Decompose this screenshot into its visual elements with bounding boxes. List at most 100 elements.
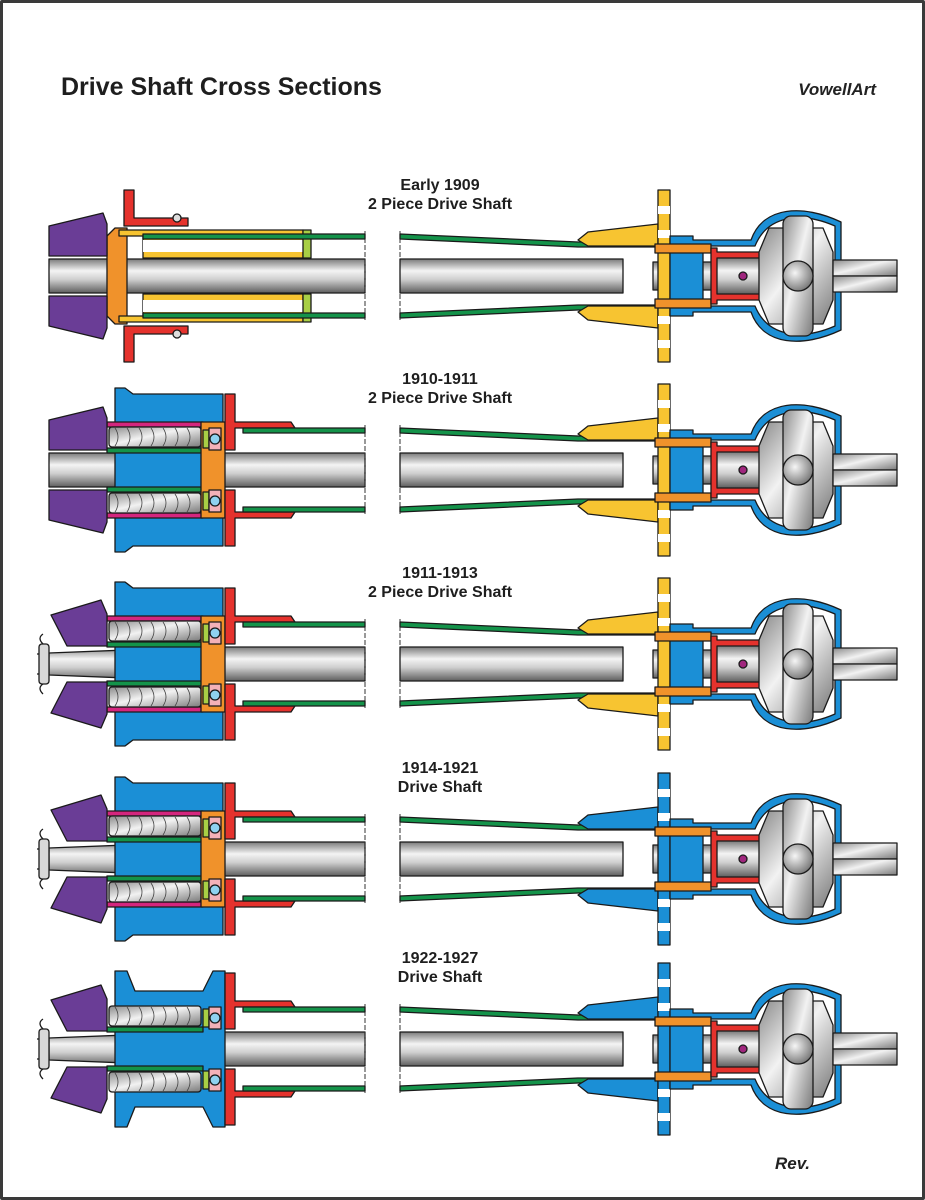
red-retainer-lower xyxy=(224,489,296,547)
output-yoke-upper xyxy=(832,647,898,665)
tapered-bell-upper xyxy=(577,806,659,830)
output-yoke-lower xyxy=(832,858,898,876)
roller-helix xyxy=(186,1006,191,1026)
cotter-pin xyxy=(37,633,44,695)
torque-tube-upper-front xyxy=(142,233,366,240)
lime-shim-lower xyxy=(202,491,210,511)
roller-helix xyxy=(114,493,119,513)
flange-bolt-hole xyxy=(658,594,670,602)
roller-helix xyxy=(114,687,119,707)
roller-helix xyxy=(174,1006,179,1026)
tapered-bell-lower xyxy=(577,499,659,523)
roller-helix xyxy=(186,816,191,836)
lime-shim-lower xyxy=(202,880,210,900)
orange-bushing-lower xyxy=(654,492,712,503)
yoke-pin xyxy=(738,659,748,669)
pinion-gear-lower xyxy=(48,295,108,340)
castle-nut-body xyxy=(38,1028,50,1070)
roller-helix xyxy=(126,493,131,513)
roller-helix xyxy=(174,687,179,707)
roller-helix xyxy=(186,687,191,707)
roller-bearing-upper xyxy=(108,1005,202,1027)
roller-helix xyxy=(138,1006,143,1026)
roller-helix xyxy=(138,427,143,447)
flange xyxy=(657,189,671,363)
torque-tube-lower-front xyxy=(242,895,366,902)
flange-bolt-hole xyxy=(658,1003,670,1011)
red-retainer-upper xyxy=(123,189,189,227)
pinion-gear-lower xyxy=(48,489,108,534)
roller-helix xyxy=(126,621,131,641)
flange-bolt-hole xyxy=(658,923,670,931)
torque-tube-lower-front xyxy=(142,312,366,319)
section-title-line1: Early 1909 xyxy=(400,177,479,194)
roller-helix xyxy=(126,687,131,707)
flange xyxy=(657,383,671,557)
revision-label: Rev. xyxy=(775,1154,810,1173)
roller-helix xyxy=(114,882,119,902)
flange-bolt-hole xyxy=(658,813,670,821)
ball-housing xyxy=(669,210,842,342)
flange-bolt-hole xyxy=(658,534,670,542)
output-yoke-upper xyxy=(832,259,898,277)
roller-helix xyxy=(114,427,119,447)
roller-helix xyxy=(162,621,167,641)
sleeve-gap-upper xyxy=(143,240,303,252)
yoke-pin xyxy=(738,465,748,475)
torque-tube-lower-front xyxy=(242,1085,366,1092)
flange xyxy=(657,962,671,1136)
section-title-line1: 1922-1927 xyxy=(402,950,479,967)
yoke-pin xyxy=(738,1044,748,1054)
tapered-bell-upper xyxy=(577,223,659,247)
section-title-line2: 2 Piece Drive Shaft xyxy=(368,584,513,601)
rear-universal-joint xyxy=(577,962,898,1136)
output-yoke-lower xyxy=(832,275,898,293)
roller-helix xyxy=(126,1072,131,1092)
ball-bearing-lower xyxy=(209,689,221,701)
torque-tube-lower-front xyxy=(242,506,366,513)
red-retainer-upper xyxy=(224,972,296,1030)
front-assembly-roller xyxy=(106,776,296,942)
roller-helix xyxy=(138,621,143,641)
rear-universal-joint xyxy=(577,772,898,946)
output-yoke-upper xyxy=(832,453,898,471)
roller-helix xyxy=(138,816,143,836)
roller-helix xyxy=(150,493,155,513)
drive-shaft-rear xyxy=(399,452,624,488)
roller-helix xyxy=(138,687,143,707)
yoke-pin xyxy=(738,854,748,864)
tapered-bell-upper xyxy=(577,417,659,441)
cotter-pin xyxy=(37,828,44,890)
flange-bolt-hole xyxy=(658,899,670,907)
output-yoke-lower xyxy=(832,663,898,681)
inner-sleeve-lower xyxy=(106,486,204,493)
ball-bearing-lower xyxy=(209,1074,221,1086)
magenta-sleeve-lower xyxy=(106,512,204,519)
roller-helix xyxy=(162,1006,167,1026)
roller-helix xyxy=(150,1006,155,1026)
flange-bolt-hole xyxy=(658,316,670,324)
lime-shim-lower xyxy=(202,1070,210,1090)
orange-bushing-upper xyxy=(654,243,712,254)
inner-sleeve-upper xyxy=(106,1026,204,1033)
roller-helix xyxy=(186,493,191,513)
roller-bearing-upper xyxy=(108,815,202,837)
orange-bushing-lower xyxy=(654,298,712,309)
flange-bolt-hole xyxy=(658,1113,670,1121)
roller-helix xyxy=(174,816,179,836)
flange-bolt-hole xyxy=(658,704,670,712)
roller-helix xyxy=(114,621,119,641)
magenta-sleeve-upper xyxy=(106,615,204,622)
ball-housing xyxy=(669,404,842,536)
roller-helix xyxy=(126,816,131,836)
orange-bushing-upper xyxy=(654,631,712,642)
inner-sleeve-upper xyxy=(106,447,204,454)
castle-nut xyxy=(37,828,50,890)
red-retainer-lower xyxy=(123,325,189,363)
lime-shim-lower xyxy=(202,685,210,705)
pinion-gear-upper xyxy=(50,794,108,842)
red-retainer-lower xyxy=(224,878,296,936)
